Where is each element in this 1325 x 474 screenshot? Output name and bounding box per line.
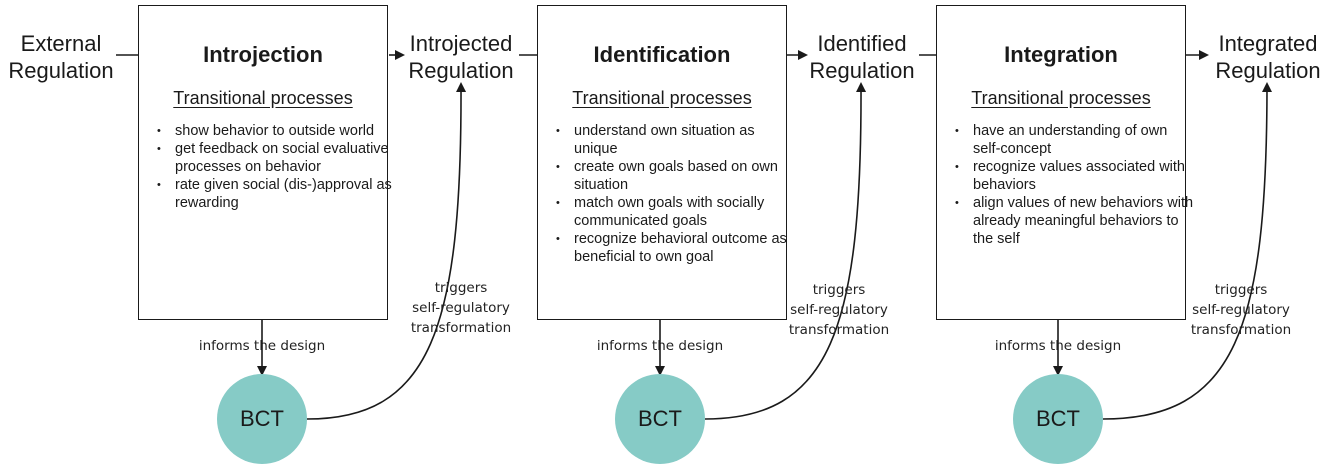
list-item: show behavior to outside world [157, 122, 399, 140]
triggers-curve-1 [306, 82, 467, 420]
integration-box: Integration Transitional processes have … [936, 5, 1193, 320]
stage-title: Integration [1004, 42, 1118, 67]
bct-node: BCT [615, 374, 705, 464]
list-item: rate given social (dis-)approval as rewa… [157, 176, 399, 212]
list-item: understand own situation as unique [556, 122, 798, 158]
triggers-curve-2 [704, 82, 867, 420]
introjection-box: Introjection Transitional processes show… [138, 5, 392, 320]
transitional-processes-list: have an understanding of own self-concep… [951, 122, 1197, 248]
informs-design-label: informs the design [198, 338, 326, 354]
list-item: recognize values associated with behavio… [955, 158, 1197, 194]
list-item: create own goals based on own situation [556, 158, 798, 194]
stage-title: Identification [593, 42, 731, 67]
stage-title: Introjection [203, 42, 323, 67]
list-item: get feedback on social evaluative proces… [157, 140, 399, 176]
informs-design-label: informs the design [596, 338, 724, 354]
informs-design-label: informs the design [994, 338, 1122, 354]
stage-subtitle: Transitional processes [971, 88, 1151, 108]
list-item: match own goals with socially communicat… [556, 194, 798, 230]
triggers-curve-3 [1102, 82, 1272, 420]
transitional-processes-list: show behavior to outside world get feedb… [153, 122, 399, 212]
stage-subtitle: Transitional processes [572, 88, 752, 108]
list-item: have an understanding of own self-concep… [955, 122, 1197, 158]
identification-box: Identification Transitional processes un… [537, 5, 787, 320]
bct-node: BCT [217, 374, 307, 464]
list-item: recognize behavioral outcome as benefici… [556, 230, 798, 266]
stage-subtitle: Transitional processes [173, 88, 353, 108]
list-item: align values of new behaviors with alrea… [955, 194, 1197, 248]
transitional-processes-list: understand own situation as unique creat… [552, 122, 798, 266]
bct-node: BCT [1013, 374, 1103, 464]
